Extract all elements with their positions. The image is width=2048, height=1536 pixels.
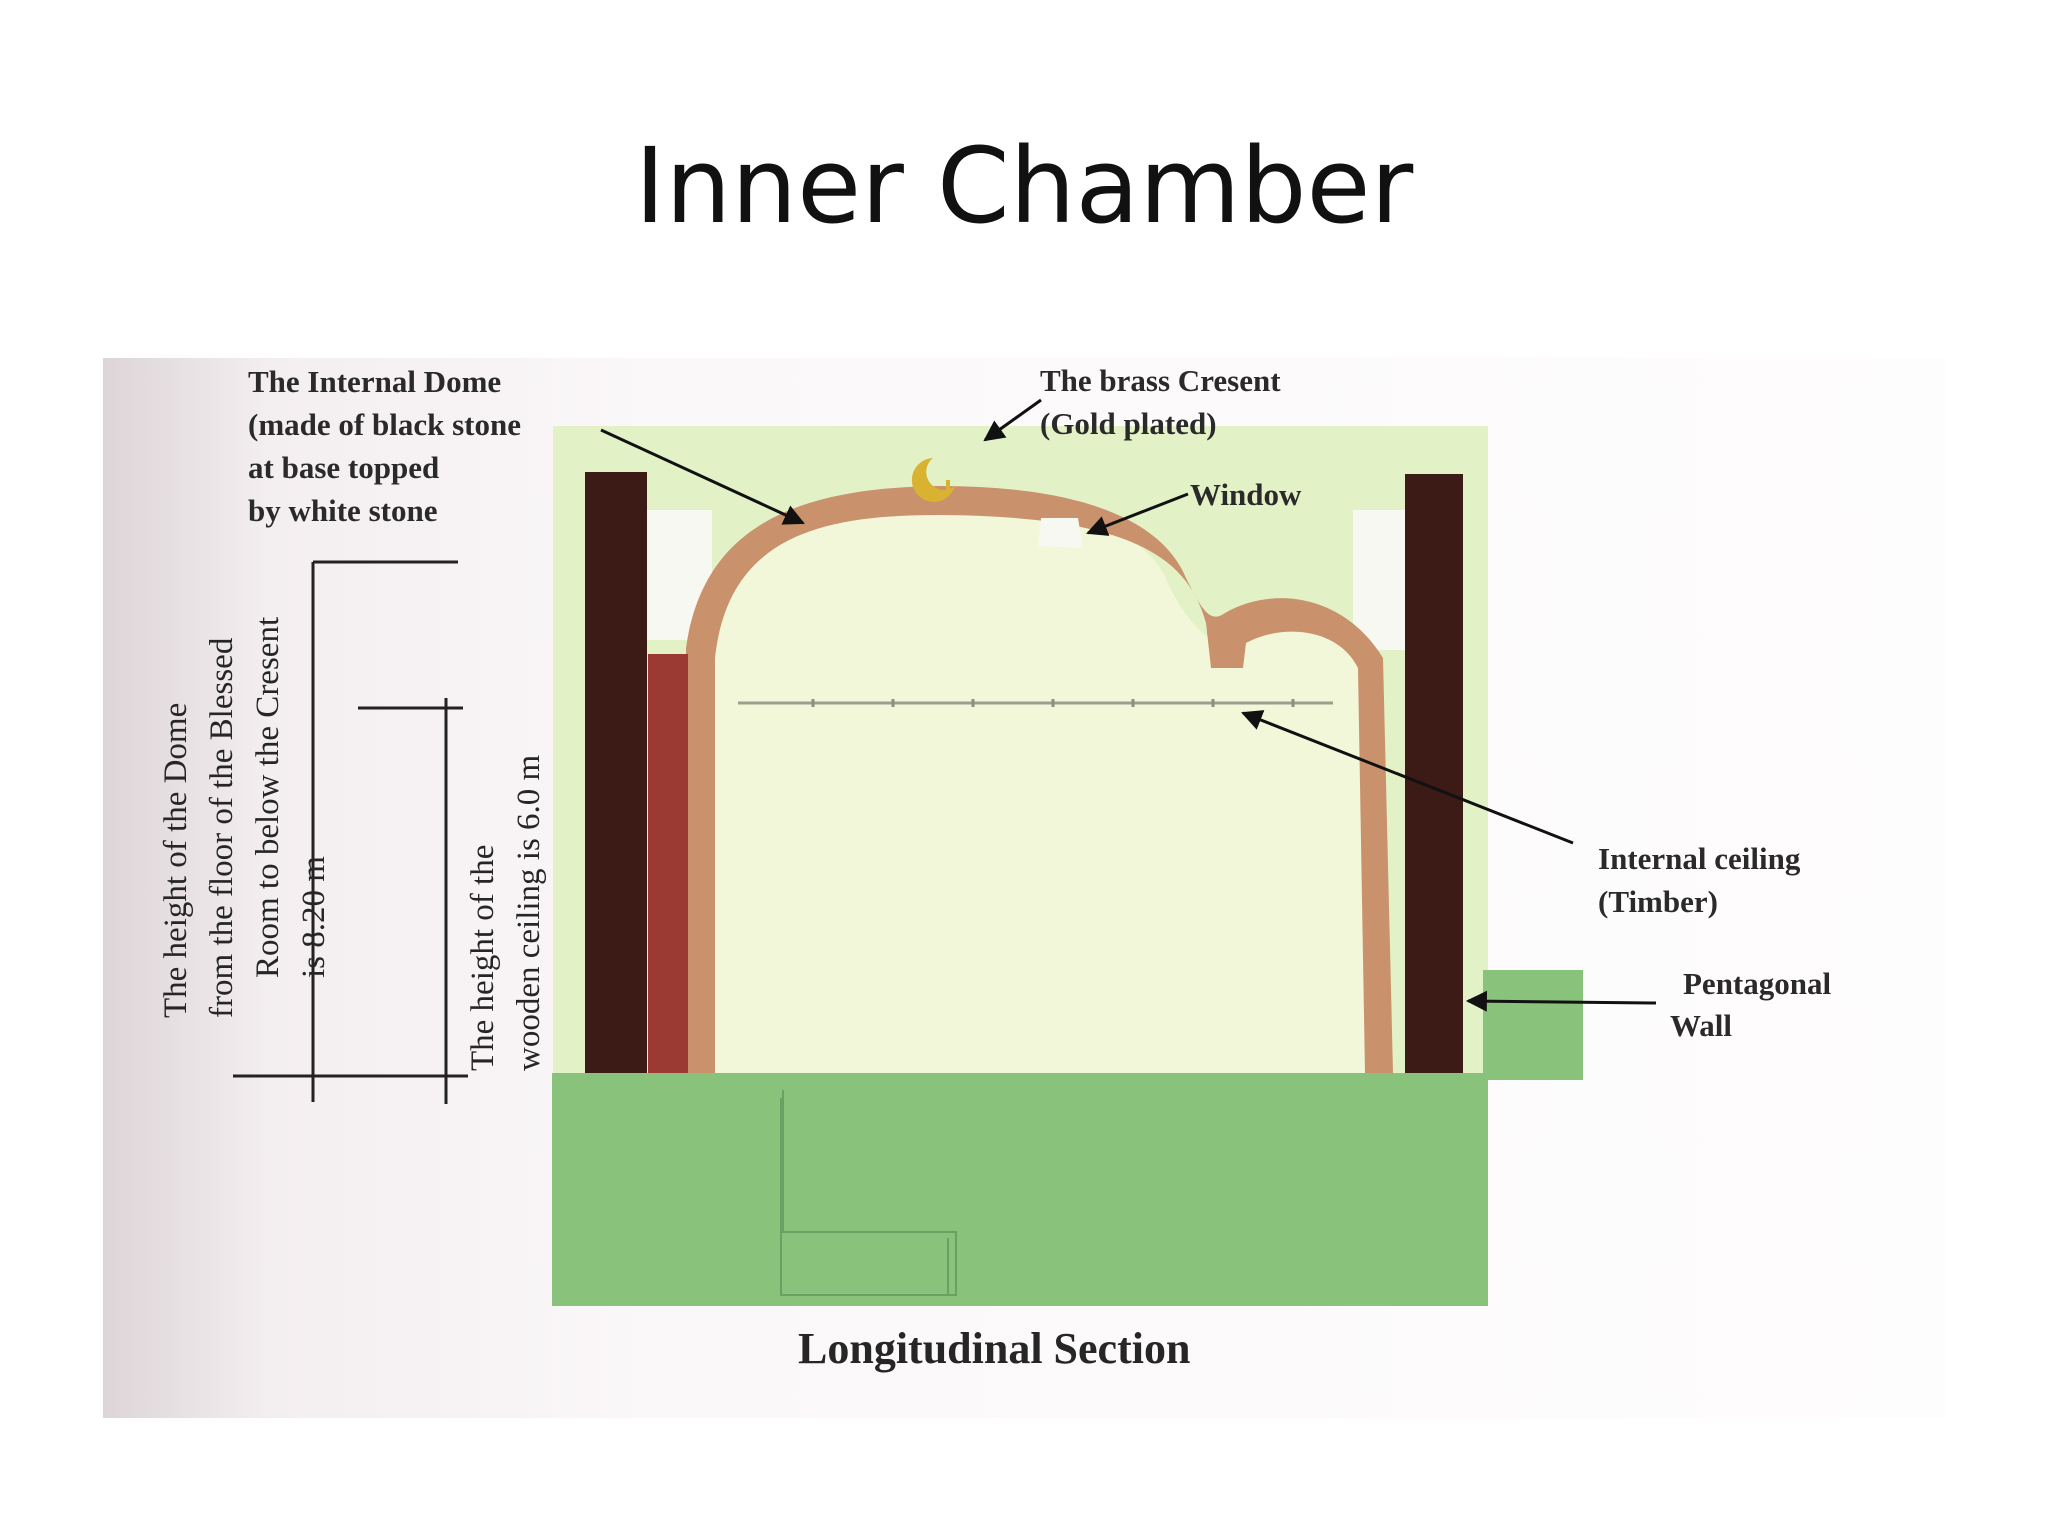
dome-height-label: The height of the Dome from the floor of… [158,609,332,1018]
left-inner-wall [648,654,688,1073]
internal-ceiling-label: Internal ceiling (Timber) [1598,841,1808,919]
section-caption: Longitudinal Section [798,1324,1190,1373]
right-outer-wall [1405,474,1463,1073]
dimension-lines [233,560,468,1104]
right-side-opening [1353,510,1413,650]
ceiling-leader [1241,710,1574,845]
dome-window [1038,518,1083,548]
brass-crescent-label: The brass Cresent (Gold plated) [1040,363,1288,441]
internal-dome-label: The Internal Dome (made of black stone a… [248,364,529,528]
wall-leader [1465,990,1657,1012]
base-top-extension [1483,970,1583,1080]
foundation-step-outline [780,1090,957,1296]
base-foundation [552,1073,1488,1306]
pentagonal-wall-label: Pentagonal Wall [1670,966,1839,1043]
dome-leader [600,428,805,525]
section-diagram: The Internal Dome (made of black stone a… [103,358,1945,1418]
inner-chamber-fill [710,501,1368,1073]
crescent-leader [983,398,1042,442]
ceiling-height-label: The height of the wooden ceiling is 6.0 … [465,754,547,1071]
crescent-icon [911,458,955,502]
window-label: Window [1190,477,1302,512]
slide-title: Inner Chamber [634,125,1414,247]
leader-arrows [600,398,1657,1012]
internal-dome-shell [686,486,1393,1073]
window-leader [1086,492,1189,536]
ceiling-tick-marks [811,699,1295,707]
left-outer-wall [585,472,647,1073]
